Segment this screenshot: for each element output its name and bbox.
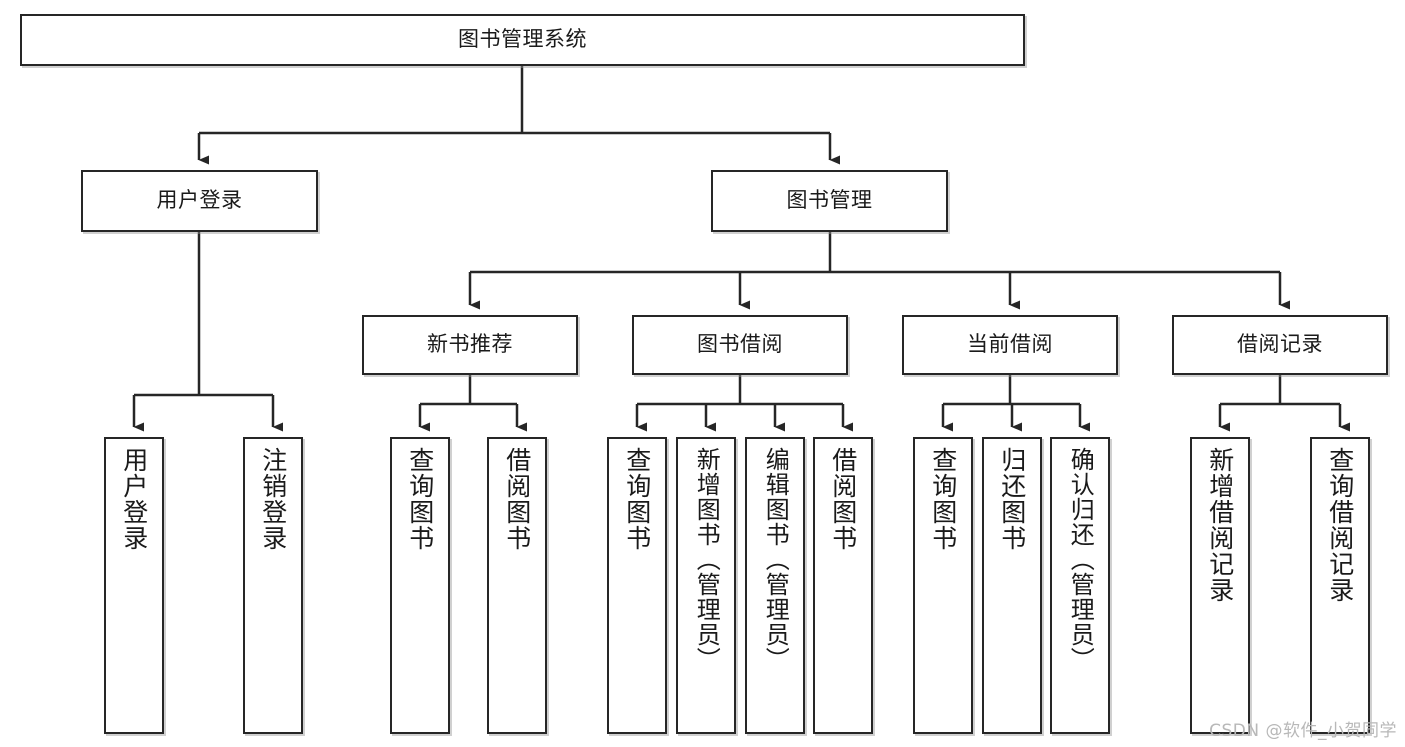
node-leaf-add-book-admin[interactable]: 新增图书（管理员）: [676, 437, 736, 734]
node-leaf-confirm-return-admin[interactable]: 确认归还（管理员）: [1050, 437, 1110, 734]
node-leaf-query-books-rec-label: 查询图书: [405, 447, 435, 551]
node-leaf-logout-label: 注销登录: [258, 447, 288, 551]
node-leaf-borrow-books-borrow-label: 借阅图书: [828, 447, 858, 551]
node-leaf-add-book-admin-label: 新增图书（管理员）: [692, 447, 721, 672]
node-borrowing-record-label: 借阅记录: [1237, 332, 1323, 357]
node-current-borrowing[interactable]: 当前借阅: [902, 315, 1118, 375]
node-leaf-add-borrow-record-label: 新增借阅记录: [1205, 447, 1235, 603]
node-user-login[interactable]: 用户登录: [81, 170, 318, 232]
node-book-borrowing-label: 图书借阅: [697, 332, 783, 357]
node-book-borrowing[interactable]: 图书借阅: [632, 315, 848, 375]
node-leaf-query-books-current[interactable]: 查询图书: [913, 437, 973, 734]
node-leaf-logout[interactable]: 注销登录: [243, 437, 303, 734]
node-leaf-borrow-books-rec-label: 借阅图书: [502, 447, 532, 551]
node-leaf-add-borrow-record[interactable]: 新增借阅记录: [1190, 437, 1250, 734]
node-book-management[interactable]: 图书管理: [711, 170, 948, 232]
node-leaf-return-books[interactable]: 归还图书: [982, 437, 1042, 734]
node-book-management-label: 图书管理: [786, 188, 873, 213]
node-leaf-edit-book-admin-label: 编辑图书（管理员）: [761, 447, 790, 672]
node-leaf-query-borrow-record[interactable]: 查询借阅记录: [1310, 437, 1370, 734]
node-new-book-recommendation[interactable]: 新书推荐: [362, 315, 578, 375]
node-current-borrowing-label: 当前借阅: [967, 332, 1053, 357]
node-leaf-user-login[interactable]: 用户登录: [104, 437, 164, 734]
node-root[interactable]: 图书管理系统: [20, 14, 1025, 66]
node-borrowing-record[interactable]: 借阅记录: [1172, 315, 1388, 375]
node-leaf-edit-book-admin[interactable]: 编辑图书（管理员）: [745, 437, 805, 734]
node-leaf-query-borrow-record-label: 查询借阅记录: [1325, 447, 1355, 603]
node-leaf-user-login-label: 用户登录: [119, 447, 149, 551]
node-user-login-label: 用户登录: [156, 188, 243, 213]
node-leaf-borrow-books-borrow[interactable]: 借阅图书: [813, 437, 873, 734]
node-leaf-query-books-borrow[interactable]: 查询图书: [607, 437, 667, 734]
node-leaf-return-books-label: 归还图书: [997, 447, 1027, 551]
node-leaf-confirm-return-admin-label: 确认归还（管理员）: [1066, 447, 1095, 672]
node-leaf-query-books-current-label: 查询图书: [928, 447, 958, 551]
node-leaf-borrow-books-rec[interactable]: 借阅图书: [487, 437, 547, 734]
node-new-book-recommendation-label: 新书推荐: [427, 332, 513, 357]
node-leaf-query-books-rec[interactable]: 查询图书: [390, 437, 450, 734]
node-leaf-query-books-borrow-label: 查询图书: [622, 447, 652, 551]
node-root-label: 图书管理系统: [458, 27, 587, 52]
